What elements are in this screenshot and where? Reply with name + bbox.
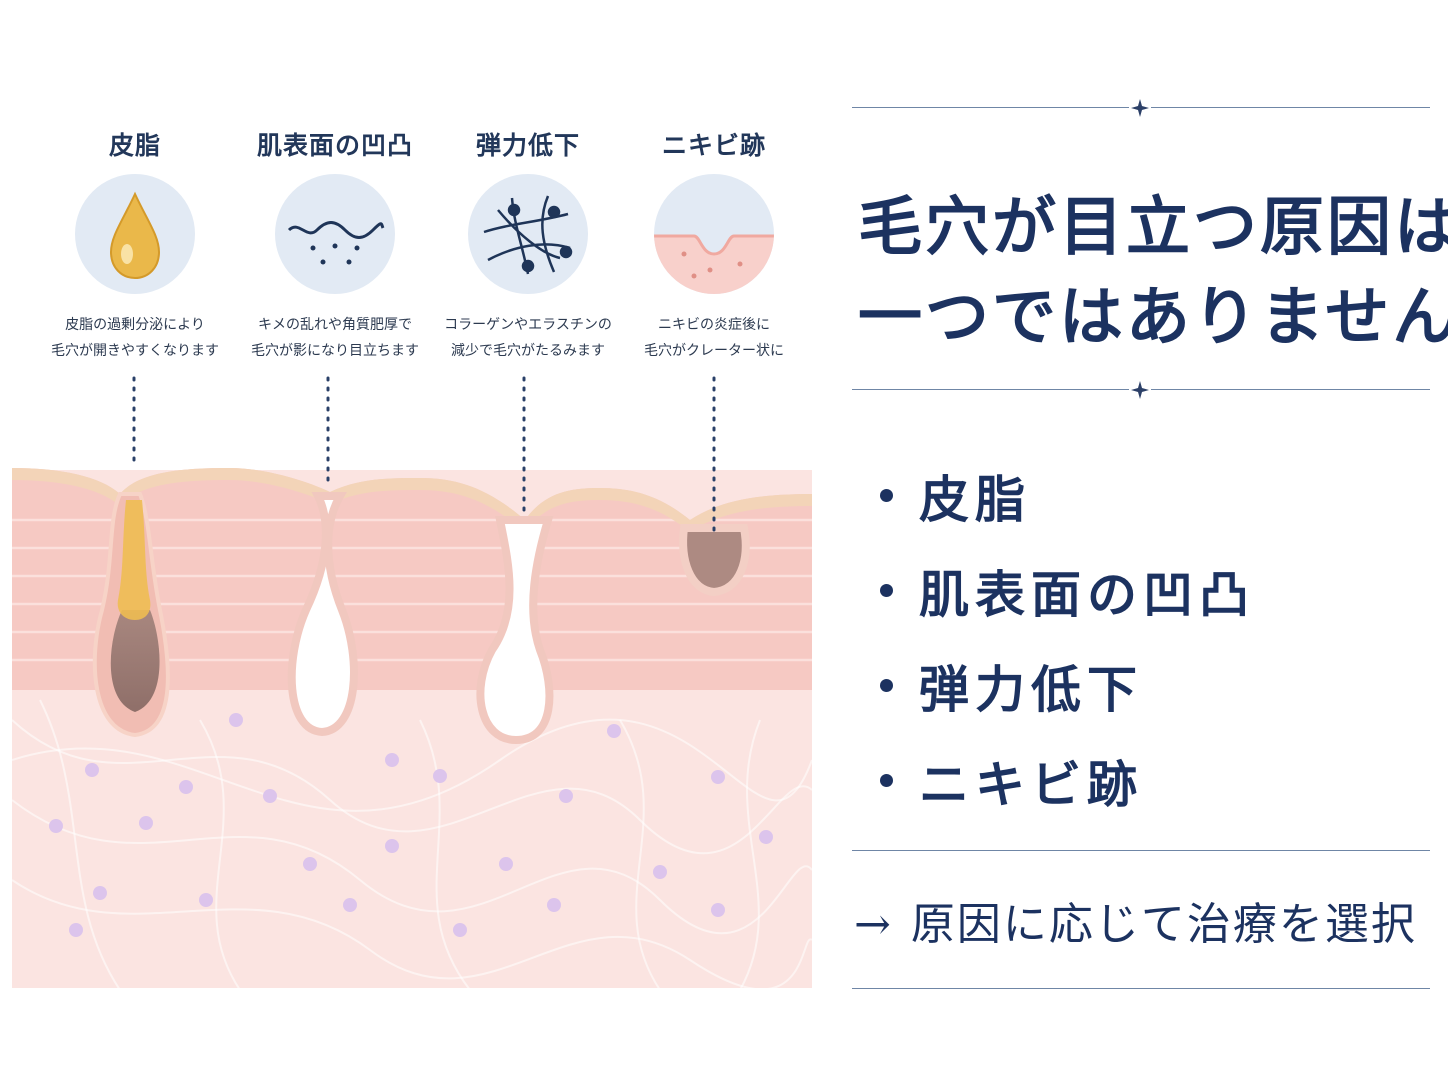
sagging-pore [476, 516, 554, 745]
list-item: 肌表面の凹凸 [880, 543, 1255, 638]
oil-drop-icon [75, 174, 195, 294]
list-item: 弾力低下 [880, 638, 1255, 733]
diagram-panel: 皮脂 皮脂の過剰分泌により 毛穴が開きやすくなります 肌表面の凹凸 キメの乱れや… [12, 128, 814, 990]
collagen-network-icon [468, 174, 588, 294]
list-item-label: ニキビ跡 [919, 755, 1143, 814]
arrow-right-icon: → [854, 899, 893, 950]
skin-cross-section [12, 376, 812, 990]
divider [852, 988, 1430, 989]
cause-elasticity: 弾力低下 コラーゲンやエラスチンの 減少で毛穴がたるみます [428, 128, 628, 364]
cause-description: 皮脂の過剰分泌により 毛穴が開きやすくなります [51, 317, 219, 359]
wavy-texture-icon [275, 174, 395, 294]
cause-list: 皮脂 肌表面の凹凸 弾力低下 ニキビ跡 [880, 448, 1255, 828]
list-item: ニキビ跡 [880, 733, 1255, 828]
sparkle-icon [1129, 379, 1151, 401]
conclusion-text: 原因に応じて治療を選択 [910, 899, 1417, 950]
divider [852, 850, 1430, 851]
crater-scar-icon [654, 174, 774, 294]
texture-pore [287, 492, 358, 737]
list-item-label: 肌表面の凹凸 [919, 565, 1255, 624]
cause-acne-scar: ニキビ跡 ニキビの炎症後に 毛穴がクレーター状に [614, 128, 814, 364]
cause-description: キメの乱れや角質肥厚で 毛穴が影になり目立ちます [251, 317, 419, 359]
cause-title: 肌表面の凹凸 [256, 131, 413, 160]
list-item-label: 皮脂 [919, 470, 1031, 529]
list-item: 皮脂 [880, 448, 1255, 543]
cause-title: ニキビ跡 [661, 131, 766, 160]
bullet-dot-icon [880, 584, 893, 597]
list-item-label: 弾力低下 [919, 660, 1143, 719]
cause-description: ニキビの炎症後に 毛穴がクレーター状に [644, 317, 784, 359]
leader-lines [132, 376, 716, 532]
bullet-dot-icon [880, 679, 893, 692]
conclusion: → 原因に応じて治療を選択 [854, 888, 1417, 952]
headline-line-2: 一つではありません [858, 280, 1448, 355]
bullet-dot-icon [880, 774, 893, 787]
fibroblast-dots [49, 713, 773, 937]
cause-texture: 肌表面の凹凸 キメの乱れや角質肥厚で 毛穴が影になり目立ちます [235, 128, 435, 364]
collagen-fibers [12, 699, 812, 990]
bullet-dot-icon [880, 489, 893, 502]
cause-sebum: 皮脂 皮脂の過剰分泌により 毛穴が開きやすくなります [35, 128, 235, 364]
summary-panel: 毛穴が目立つ原因は 一つではありません 皮脂 肌表面の凹凸 弾力低下 ニキビ跡 … [850, 0, 1448, 1086]
headline-line-1: 毛穴が目立つ原因は [858, 190, 1448, 265]
crater-pore [679, 524, 750, 597]
cause-title: 弾力低下 [475, 131, 580, 160]
cause-title: 皮脂 [108, 131, 161, 160]
cause-description: コラーゲンやエラスチンの 減少で毛穴がたるみます [444, 317, 612, 359]
sparkle-icon [1129, 97, 1151, 119]
